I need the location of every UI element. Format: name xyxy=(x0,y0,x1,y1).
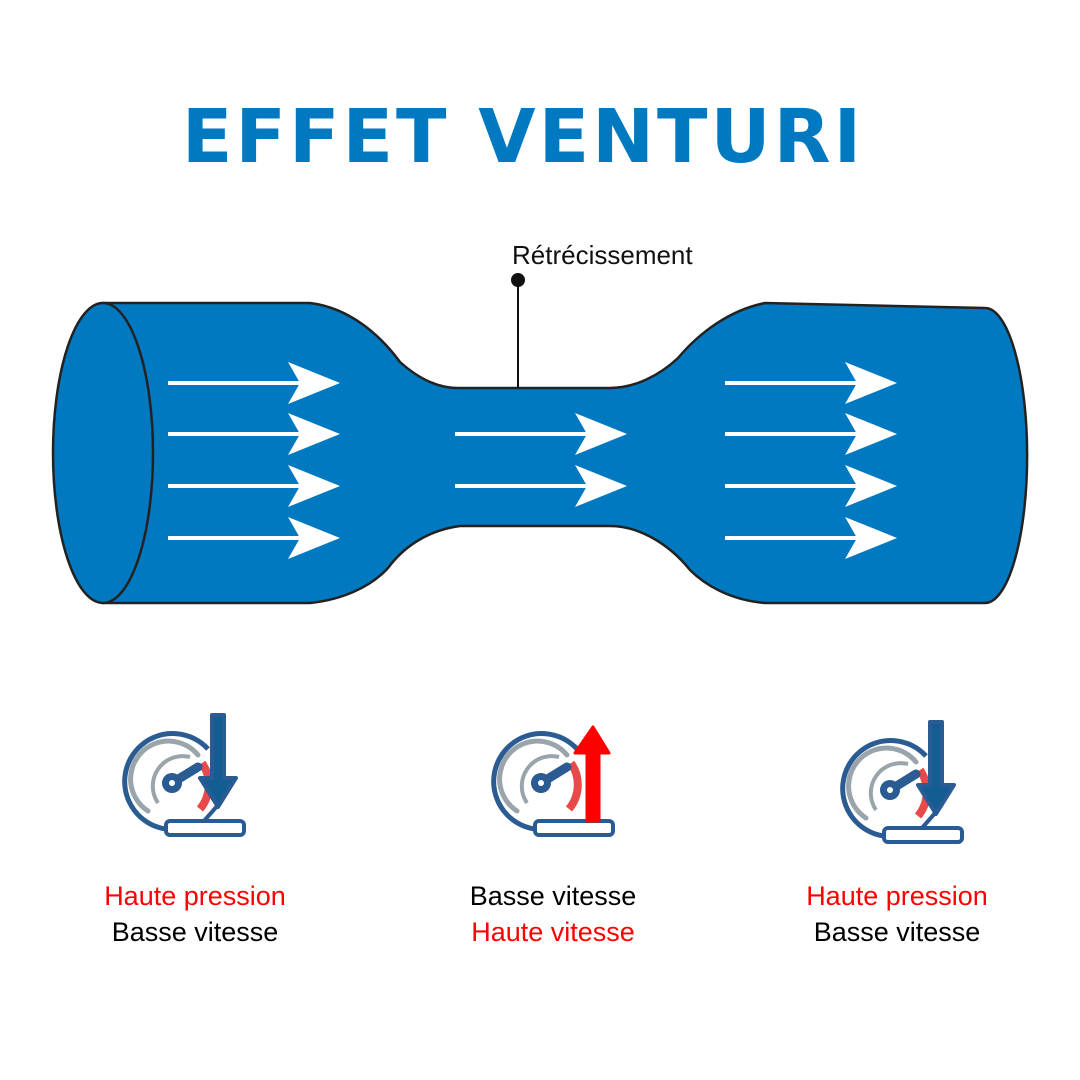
constriction-label: Rétrécissement xyxy=(512,240,693,270)
gauge-pressure-down-icon xyxy=(843,720,962,842)
venturi-pipe xyxy=(101,301,1029,605)
section-3-line-1: Haute pression xyxy=(806,881,988,911)
section-2-line-2: Haute vitesse xyxy=(471,917,635,947)
title: EFFET VENTURI xyxy=(182,94,864,180)
section-2-line-1: Basse vitesse xyxy=(470,881,637,911)
constriction-pointer-dot xyxy=(511,273,525,287)
section-3-line-2: Basse vitesse xyxy=(814,917,981,947)
section-1-line-1: Haute pression xyxy=(104,881,286,911)
flow-arrows xyxy=(166,360,899,561)
gauge-pressure-up-icon xyxy=(494,725,613,835)
pipe-inlet xyxy=(51,301,155,605)
gauge-pressure-down-icon xyxy=(125,713,244,835)
section-1-line-2: Basse vitesse xyxy=(112,917,279,947)
